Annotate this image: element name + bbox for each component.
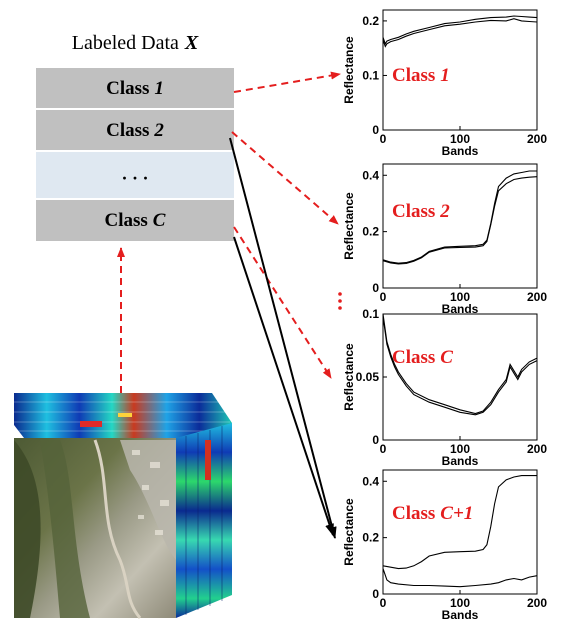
plot-frame [382,313,538,441]
x-tick-label: 100 [450,132,470,146]
y-tick-label: 0 [372,281,379,295]
y-tick-label: 0.2 [362,531,379,545]
x-tick-label: 200 [527,596,547,610]
y-tick-label: 0.1 [362,307,379,321]
x-axis-label: Bands [442,302,479,316]
y-tick-label: 0.4 [362,168,379,182]
class-2-box [36,110,234,150]
y-tick-label: 0.2 [362,225,379,239]
x-tick-label: 100 [450,290,470,304]
y-tick-label: 0 [372,433,379,447]
x-axis-label: Bands [442,608,479,622]
class-1-box [36,68,234,108]
charts-vertical-ellipsis [338,292,342,310]
series-line-2 [382,316,538,416]
series-line-2 [382,18,538,48]
cube-hot-band [80,421,102,427]
y-tick-label: 0 [372,123,379,137]
class-c-to-chart-arrow [233,226,332,379]
y-tick-label: 0.2 [362,14,379,28]
plot-frame [382,469,538,595]
ellipsis-label: · · · [121,168,148,188]
series-line-1 [382,475,537,570]
x-tick-label: 0 [380,442,387,456]
x-tick-label: 200 [527,132,547,146]
y-tick-label: 0 [372,587,379,601]
plot-frame [382,163,538,289]
x-tick-label: 0 [380,132,387,146]
y-tick-label: 0.05 [356,370,380,384]
x-tick-label: 100 [450,442,470,456]
x-tick-label: 200 [527,290,547,304]
x-axis-label: Bands [442,144,479,158]
class-c-box [36,200,234,241]
class-2-to-c1-arrow [229,137,337,539]
class-c-to-c1-arrow [233,236,334,536]
y-axis-label: Reflectance [342,498,356,566]
series-line-1 [382,170,537,264]
x-axis-label: Bands [442,454,479,468]
class-2-to-chart-arrow [231,131,339,225]
ellipsis-box [36,152,234,198]
series-line-1 [382,15,538,46]
x-tick-label: 200 [527,442,547,456]
series-line-1 [382,313,538,415]
x-tick-label: 0 [380,290,387,304]
y-tick-label: 0.1 [362,68,379,82]
series-line-2 [382,176,538,265]
class-1-to-chart-arrow [233,71,341,93]
x-tick-label: 0 [380,596,387,610]
plot-frame [382,9,538,131]
cube-side-face [176,423,232,618]
hyperspectral-cube-image [14,393,232,619]
y-axis-label: Reflectance [342,36,356,104]
y-tick-label: 0.4 [362,474,379,488]
y-axis-label: Reflectance [342,192,356,260]
y-axis-label: Reflectance [342,343,356,411]
x-tick-label: 100 [450,596,470,610]
series-line-2 [382,568,538,588]
cube-river [93,439,142,619]
